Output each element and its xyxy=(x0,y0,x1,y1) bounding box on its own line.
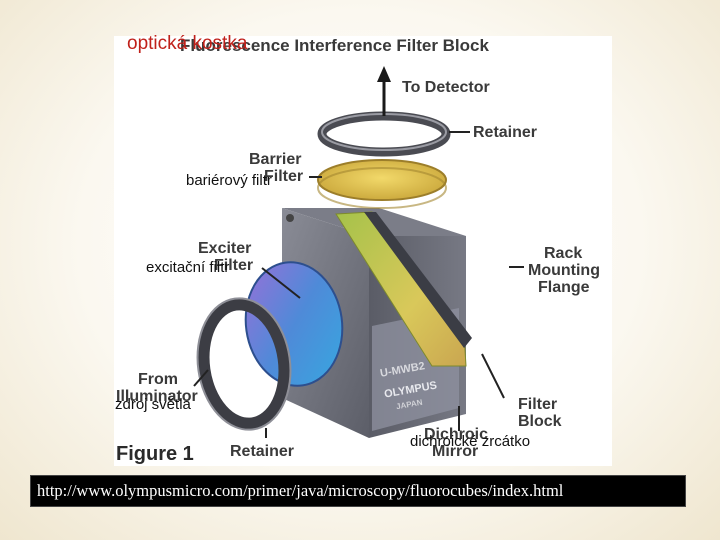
source-url-link[interactable]: http://www.olympusmicro.com/primer/java/… xyxy=(37,481,564,500)
label-exciter: Exciter xyxy=(198,240,252,257)
bottom-retainer-ring xyxy=(197,298,291,430)
overlay-barrier-filter: bariérový filtr xyxy=(186,172,272,189)
overlay-excitation-filter: excitační filtr xyxy=(146,259,230,276)
label-retainer-top: Retainer xyxy=(473,124,538,141)
label-barrier: Barrier xyxy=(249,151,302,168)
label-dichroic: Dichroic xyxy=(424,426,489,443)
barrier-filter xyxy=(317,159,447,201)
figure-caption: Figure 1 xyxy=(116,443,194,465)
figure-panel: Fluorescence Interference Filter Block T… xyxy=(114,36,612,466)
filter-cube-illustration xyxy=(193,66,524,438)
label-filter-block-2: Block xyxy=(518,413,562,430)
url-bar: http://www.olympusmicro.com/primer/java/… xyxy=(30,475,686,507)
label-exciter-filter: Filter xyxy=(214,257,254,274)
label-mounting: Mounting xyxy=(528,262,600,279)
label-illuminator: Illuminator xyxy=(116,388,198,405)
label-barrier-filter: Filter xyxy=(264,168,304,185)
label-retainer-bottom: Retainer xyxy=(230,443,295,460)
label-mirror: Mirror xyxy=(432,443,479,460)
top-retainer-ring xyxy=(317,111,451,157)
exciter-filter xyxy=(244,261,344,387)
figure-heading: Fluorescence Interference Filter Block xyxy=(180,36,489,55)
label-from: From xyxy=(138,371,178,388)
label-rack: Rack xyxy=(544,245,583,262)
overlay-light-source: zdroj světla xyxy=(115,396,191,413)
overlay-dichroic-mirror: dichroické zrcátko xyxy=(410,433,531,450)
label-to-detector: To Detector xyxy=(402,79,490,96)
slide-title: optická kostka xyxy=(127,33,248,54)
label-filter-block-1: Filter xyxy=(518,396,558,413)
label-flange: Flange xyxy=(538,279,590,296)
arrow-to-detector xyxy=(377,66,391,82)
